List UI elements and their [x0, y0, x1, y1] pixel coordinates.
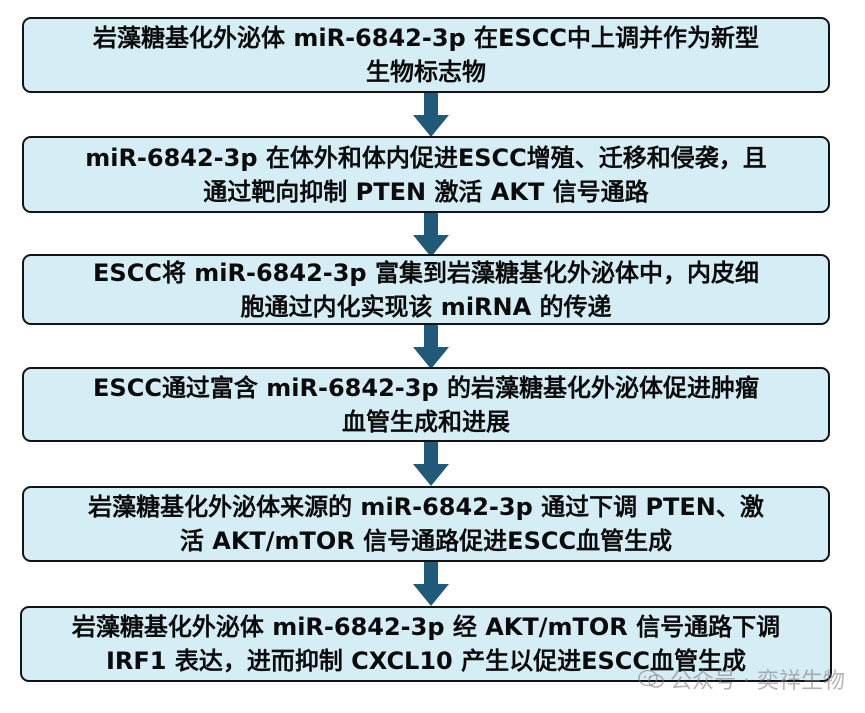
down-arrow-icon: [413, 325, 449, 369]
flow-step-3: ESCC将 miR-6842-3p 富集到岩藻糖基化外泌体中，内皮细 胞通过内化…: [22, 254, 830, 325]
down-arrow-icon: [413, 562, 449, 606]
flow-step-4-line-1: ESCC通过富含 miR-6842-3p 的岩藻糖基化外泌体促进肿瘤: [93, 373, 759, 402]
watermark-text: 公众号 · 奕祥生物: [670, 669, 845, 694]
watermark: 公众号 · 奕祥生物: [638, 663, 845, 695]
flow-step-1-line-1: 岩藻糖基化外泌体 miR-6842-3p 在ESCC中上调并作为新型: [93, 24, 759, 52]
flow-step-3-line-2: 胞通过内化实现该 miRNA 的传递: [240, 292, 612, 321]
flow-step-6-line-1: 岩藻糖基化外泌体 miR-6842-3p 经 AKT/mTOR 信号通路下调: [71, 613, 781, 641]
flow-step-5-line-1: 岩藻糖基化外泌体来源的 miR-6842-3p 通过下调 PTEN、激: [88, 493, 764, 521]
down-arrow-icon: [413, 442, 449, 486]
flow-step-2-line-2: 通过靶向抑制 PTEN 激活 AKT 信号通路: [203, 177, 649, 206]
flow-step-5-line-2: 活 AKT/mTOR 信号通路促进ESCC血管生成: [179, 527, 673, 555]
down-arrow-icon: [413, 213, 449, 257]
wechat-icon: [638, 669, 664, 688]
flow-step-1-line-2: 生物标志物: [366, 58, 486, 86]
flow-step-4: ESCC通过富含 miR-6842-3p 的岩藻糖基化外泌体促进肿瘤 血管生成和…: [22, 367, 830, 442]
down-arrow-icon: [413, 93, 449, 137]
flow-step-1: 岩藻糖基化外泌体 miR-6842-3p 在ESCC中上调并作为新型 生物标志物: [22, 17, 830, 93]
flow-step-5: 岩藻糖基化外泌体来源的 miR-6842-3p 通过下调 PTEN、激 活 AK…: [22, 486, 830, 562]
flow-step-6-line-2: IRF1 表达，进而抑制 CXCL10 产生以促进ESCC血管生成: [105, 647, 747, 675]
flow-step-2-line-1: miR-6842-3p 在体外和体内促进ESCC增殖、迁移和侵袭，且: [85, 143, 767, 172]
flow-step-2: miR-6842-3p 在体外和体内促进ESCC增殖、迁移和侵袭，且 通过靶向抑…: [22, 136, 830, 213]
flow-step-3-line-1: ESCC将 miR-6842-3p 富集到岩藻糖基化外泌体中，内皮细: [93, 258, 759, 287]
flow-step-6: 岩藻糖基化外泌体 miR-6842-3p 经 AKT/mTOR 信号通路下调 I…: [20, 606, 832, 682]
flow-step-4-line-2: 血管生成和进展: [342, 407, 510, 436]
